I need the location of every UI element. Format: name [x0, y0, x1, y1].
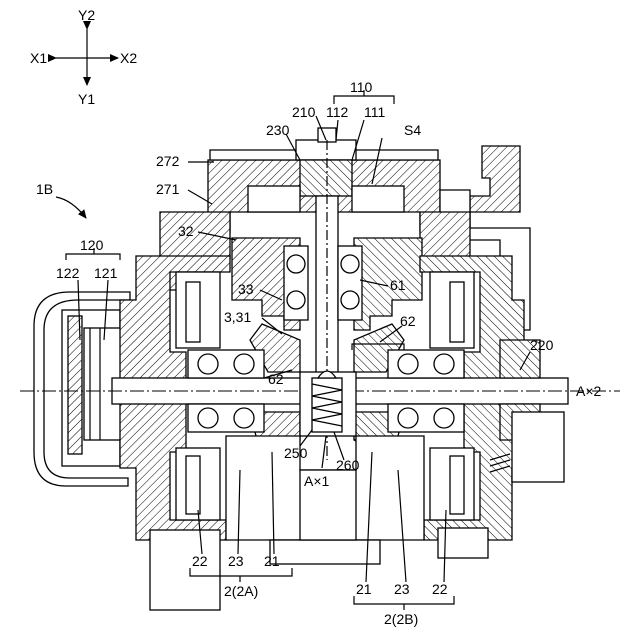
upper-bearings-right	[338, 246, 362, 320]
left-clutch-plate-lower	[186, 456, 200, 514]
left-clutch-plate-upper	[186, 282, 200, 342]
label-33: 33	[238, 281, 254, 297]
label-1B: 1B	[36, 181, 53, 197]
right-bracket	[470, 146, 520, 212]
label-2-2A: 2(2A)	[224, 583, 258, 599]
label-260: 260	[336, 457, 360, 473]
right-clutch-plate-lower	[450, 456, 464, 514]
label-112: 112	[326, 104, 349, 120]
label-271: 271	[156, 181, 180, 197]
label-62-left: 62	[268, 371, 284, 387]
label-S4: S4	[404, 122, 421, 138]
label-2-2B: 2(2B)	[384, 611, 418, 627]
label-axis-a1: A×1	[304, 473, 330, 489]
right-lower-block	[512, 412, 564, 482]
gear-right-top	[352, 186, 404, 212]
axis-label-x1: X1	[30, 50, 47, 66]
label-3-31: 3,31	[224, 309, 251, 325]
upper-bearings-left	[284, 246, 308, 320]
top-boss	[296, 140, 356, 160]
right-clutch-plate-upper	[450, 282, 464, 342]
label-250: 250	[284, 445, 308, 461]
label-21-right: 21	[356, 581, 372, 597]
label-61: 61	[390, 277, 406, 293]
gear-left-top	[248, 186, 300, 212]
drive-unit-cross-section	[20, 128, 620, 610]
label-axis-a2: A×2	[576, 383, 602, 399]
axis-label-y2: Y2	[78, 7, 95, 23]
axis-label-x2: X2	[120, 50, 137, 66]
label-210: 210	[292, 104, 316, 120]
label-21-left: 21	[264, 553, 280, 569]
label-122: 122	[56, 265, 80, 281]
label-23-left: 23	[228, 553, 244, 569]
label-110: 110	[350, 79, 373, 95]
label-32: 32	[178, 223, 194, 239]
label-121: 121	[94, 265, 118, 281]
axis-label-y1: Y1	[78, 91, 95, 107]
lower-plate	[270, 540, 380, 564]
label-22-left: 22	[192, 553, 208, 569]
shaft-cap	[318, 128, 336, 142]
lower-left-part	[150, 530, 220, 610]
label-120: 120	[80, 237, 104, 253]
center-shaft-head	[300, 160, 352, 196]
label-220: 220	[530, 337, 554, 353]
coordinate-axes: Y2 Y1 X1 X2	[30, 7, 137, 107]
label-22-right: 22	[432, 581, 448, 597]
label-23-right: 23	[394, 581, 410, 597]
label-272: 272	[156, 153, 180, 169]
label-62-right: 62	[400, 313, 416, 329]
label-111: 111	[364, 104, 385, 120]
center-spring	[300, 371, 356, 436]
label-230: 230	[266, 122, 290, 138]
